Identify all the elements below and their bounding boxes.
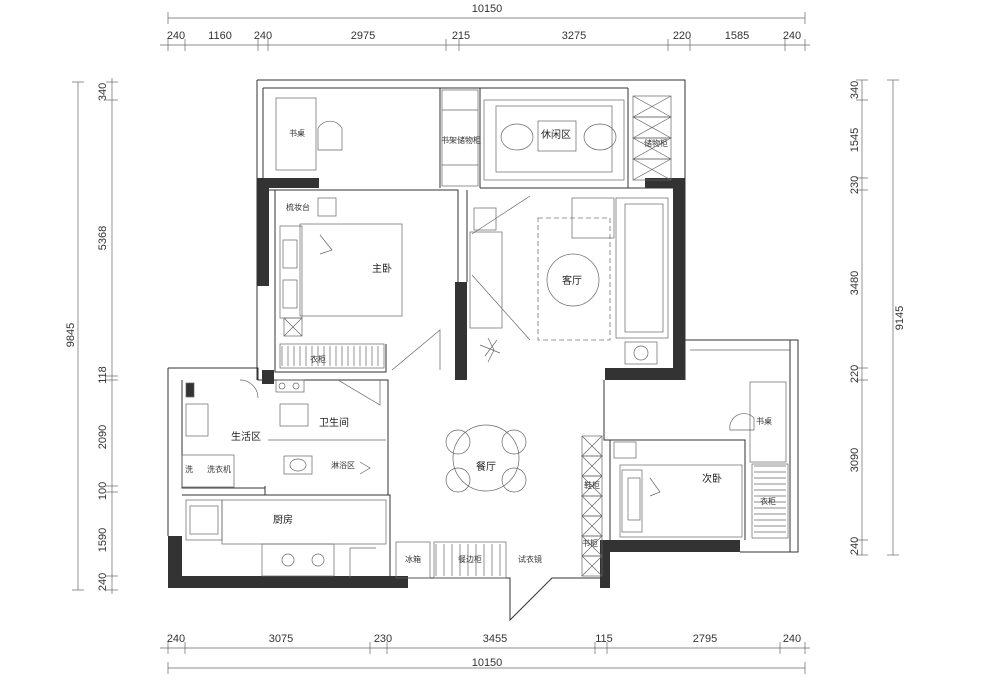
label-dresser: 梳妆台: [286, 202, 310, 212]
right-dim-6: 3090: [849, 448, 861, 472]
right-dim-4: 3480: [849, 271, 861, 295]
label-leisure-area: 休闲区: [541, 128, 571, 141]
label-storage-cabinet: 储物柜: [644, 138, 668, 148]
top-dim-6: 3275: [562, 30, 586, 42]
left-dim-2: 5368: [97, 226, 109, 250]
top-dim-9: 240: [783, 30, 801, 42]
top-dim-1: 240: [167, 30, 185, 42]
right-dim-1: 340: [849, 81, 861, 99]
bottom-dim-7: 240: [783, 633, 801, 645]
bottom-total-dim: 10150: [472, 657, 503, 669]
right-dim-7: 240: [849, 537, 861, 555]
right-dim-3: 230: [849, 176, 861, 194]
label-desk-top: 书桌: [289, 128, 305, 138]
left-dim-3: 118: [97, 366, 109, 384]
bottom-dim-5: 115: [595, 633, 613, 645]
label-books-shelf: 书柜: [582, 538, 598, 548]
left-dim-7: 240: [97, 573, 109, 591]
bottom-dim-6: 2795: [693, 633, 717, 645]
right-total-dim: 9145: [894, 306, 906, 330]
bottom-dimensions: 240 3075 230 3455 115 2795 240 10150: [160, 633, 810, 674]
label-dining-room: 餐厅: [476, 460, 496, 473]
label-wardrobe-second: 衣柜: [760, 496, 776, 506]
right-dim-2: 1545: [849, 128, 861, 152]
bottom-dim-4: 3455: [483, 633, 507, 645]
label-desk-right: 书桌: [756, 416, 772, 426]
top-dim-2: 1160: [208, 30, 232, 42]
furniture: [181, 89, 790, 579]
right-dim-5: 220: [849, 365, 861, 383]
label-living-room: 客厅: [562, 274, 582, 287]
label-kitchen: 厨房: [273, 513, 293, 526]
label-fridge: 冰箱: [405, 554, 421, 564]
walls: [167, 79, 799, 622]
left-dim-4: 2090: [97, 425, 109, 449]
room-labels: 主卧 客厅 餐厅 厨房 卫生间 生活区 休闲区 淋浴区 次卧 书桌 书桌 梳妆台…: [185, 128, 776, 564]
label-bathroom: 卫生间: [319, 416, 349, 429]
right-dimensions: 9145 340 1545 230 3480 220 3090 240: [849, 79, 906, 556]
label-wardrobe-master: 衣柜: [310, 354, 326, 364]
top-dimensions: 10150 240 1160 240 2975 215 3275 220 158…: [160, 3, 810, 51]
label-tall-cabinet: 餐边柜: [458, 554, 482, 564]
top-dim-8: 1585: [725, 30, 749, 42]
label-utility-area: 生活区: [231, 430, 261, 443]
label-laundry: 洗衣机: [207, 464, 231, 474]
label-master-bedroom: 主卧: [372, 262, 392, 275]
bottom-dim-1: 240: [167, 633, 185, 645]
bottom-dim-2: 3075: [269, 633, 293, 645]
label-wash-area: 洗: [185, 464, 193, 474]
top-dim-7: 220: [673, 30, 691, 42]
bottom-dim-3: 230: [374, 633, 392, 645]
label-fitting-mirror: 试衣镜: [518, 554, 542, 564]
label-shower-area: 淋浴区: [331, 460, 355, 470]
top-dim-3: 240: [254, 30, 272, 42]
left-total-dim: 9845: [65, 323, 77, 347]
top-total-dim: 10150: [472, 3, 503, 15]
top-dim-4: 2975: [351, 30, 375, 42]
label-second-bedroom: 次卧: [702, 472, 722, 485]
label-shoe-cabinet: 鞋柜: [584, 480, 600, 490]
left-dim-6: 1590: [97, 528, 109, 552]
top-dim-5: 215: [452, 30, 470, 42]
left-dim-1: 340: [97, 83, 109, 101]
left-dimensions: 9845 340 5368 118 2090 100 1590 240: [65, 78, 118, 594]
label-bookcase-storage: 书架储物柜: [441, 135, 481, 145]
left-dim-5: 100: [97, 482, 109, 500]
